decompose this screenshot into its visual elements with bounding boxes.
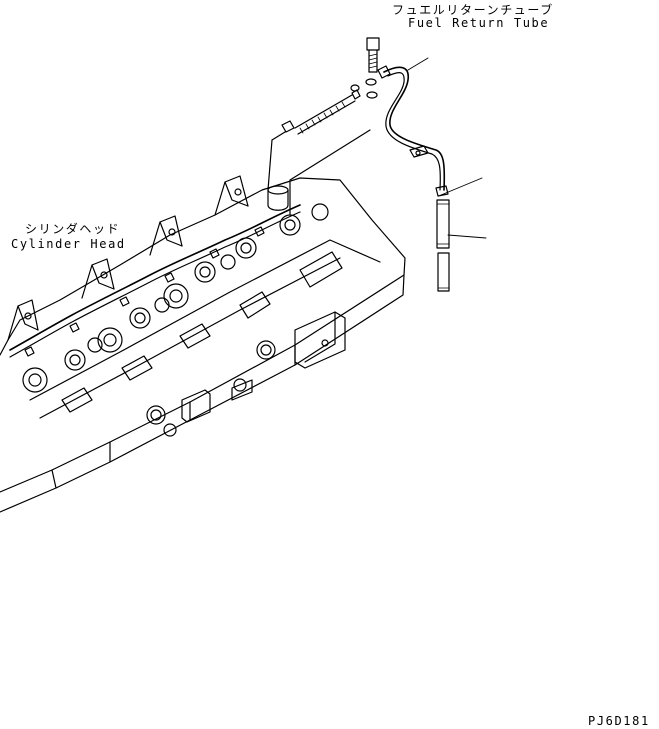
banjo-bolt xyxy=(366,37,380,73)
cylinder-head-label-jp: シリンダヘッド xyxy=(25,222,121,236)
return-connector-boss xyxy=(267,129,371,216)
gasket-washers xyxy=(350,78,378,99)
cylinder-head-outline xyxy=(0,177,406,513)
cylinder-head-label: Cylinder Head xyxy=(11,237,126,251)
leader-lines xyxy=(407,57,487,239)
cylinder-bosses xyxy=(9,203,329,393)
fuel-return-tube xyxy=(377,65,449,197)
head-brackets xyxy=(7,175,249,341)
connector-pipe xyxy=(281,89,361,135)
fuel-return-tube-label: Fuel Return Tube xyxy=(408,16,550,30)
fuel-return-tube-label-jp: フュエルリターンチューブ xyxy=(392,3,554,17)
figure-code: PJ6D181 xyxy=(588,714,650,728)
hose xyxy=(436,199,450,292)
